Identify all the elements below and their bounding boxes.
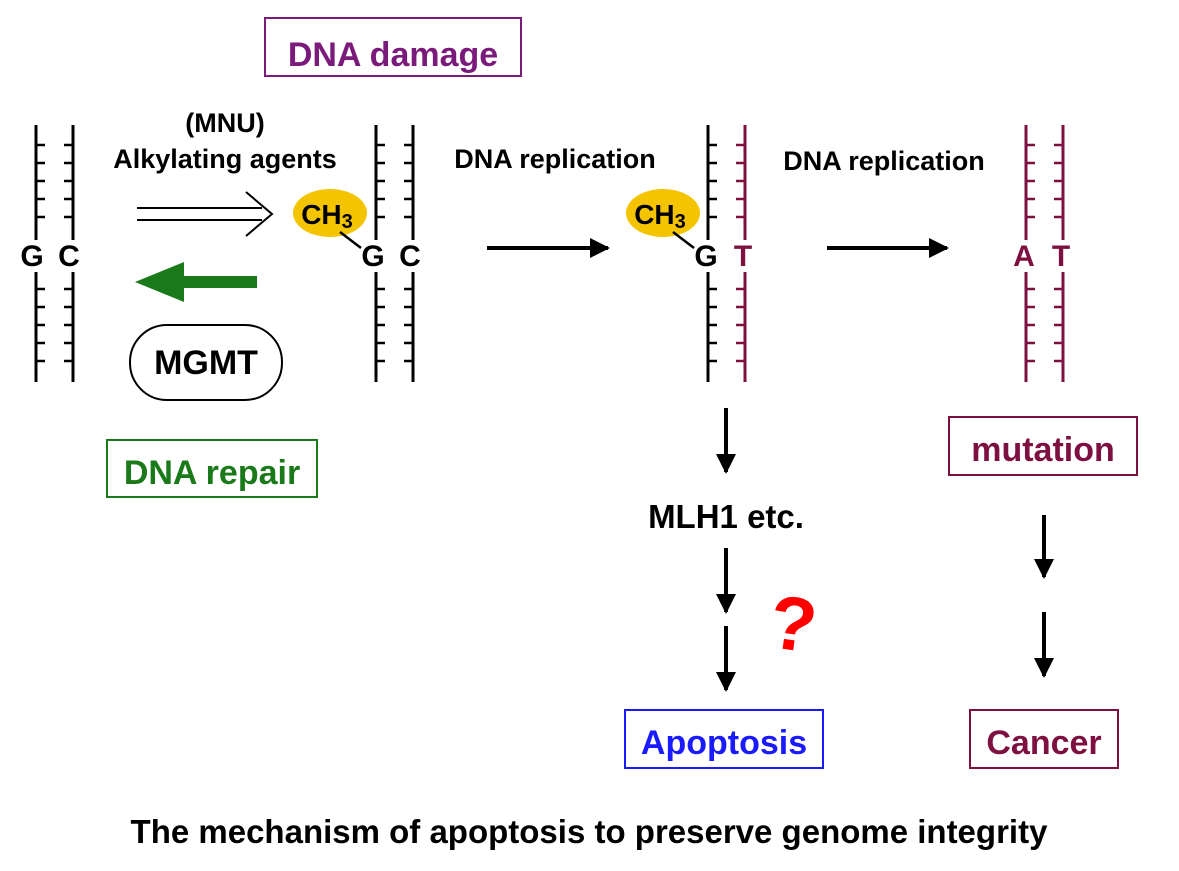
base-t-mutated: T: [1052, 240, 1070, 273]
svg-text:CH3: CH3: [301, 199, 353, 233]
apoptosis-label: Apoptosis: [641, 724, 807, 762]
dna-repair-label: DNA repair: [124, 454, 300, 492]
alkylating-agents-label: Alkylating agents: [113, 144, 337, 174]
methyl-sub: 3: [342, 211, 353, 233]
dna-replication-label-1: DNA replication: [454, 144, 656, 174]
base-c-methylated: C: [399, 240, 421, 273]
mgmt-pill: [129, 324, 283, 401]
base-a-mutated: A: [1013, 240, 1035, 273]
mlh1-label: MLH1 etc.: [648, 498, 804, 535]
methyl-group-2: CH3: [626, 189, 700, 249]
footer-caption: The mechanism of apoptosis to preserve g…: [131, 813, 1049, 850]
dna-strand-original: G C: [20, 125, 80, 382]
svg-text:CH3: CH3: [634, 199, 686, 233]
dna-strand-mutated: A T: [1013, 125, 1070, 382]
mutation-label: mutation: [971, 431, 1115, 469]
dna-strand-mismatch: G T: [694, 125, 752, 382]
apoptosis-box: [624, 709, 824, 769]
base-t-mismatch: T: [734, 240, 752, 273]
methyl-ch: CH: [301, 199, 341, 230]
dna-replication-label-2: DNA replication: [783, 146, 985, 176]
mutation-box: [948, 416, 1138, 476]
question-mark: ?: [764, 579, 822, 670]
hollow-double-arrow-icon: [137, 191, 274, 237]
methyl-group-1: CH3: [293, 189, 367, 249]
base-c-original: C: [58, 240, 80, 273]
base-g-mismatch: G: [694, 240, 717, 273]
cancer-box: [969, 709, 1119, 769]
dna-strand-methylated: G C: [361, 125, 421, 382]
mnu-label: (MNU): [185, 108, 264, 138]
cancer-label: Cancer: [986, 724, 1101, 762]
dna-damage-box: [264, 17, 522, 77]
methyl-ch-2: CH: [634, 199, 674, 230]
methyl-sub-2: 3: [675, 211, 686, 233]
mgmt-label: MGMT: [154, 344, 258, 382]
repair-arrow-icon: [135, 262, 257, 302]
base-g-methylated: G: [361, 240, 384, 273]
dna-repair-box: [106, 439, 318, 498]
base-g-original: G: [20, 240, 43, 273]
dna-damage-label: DNA damage: [288, 36, 498, 74]
